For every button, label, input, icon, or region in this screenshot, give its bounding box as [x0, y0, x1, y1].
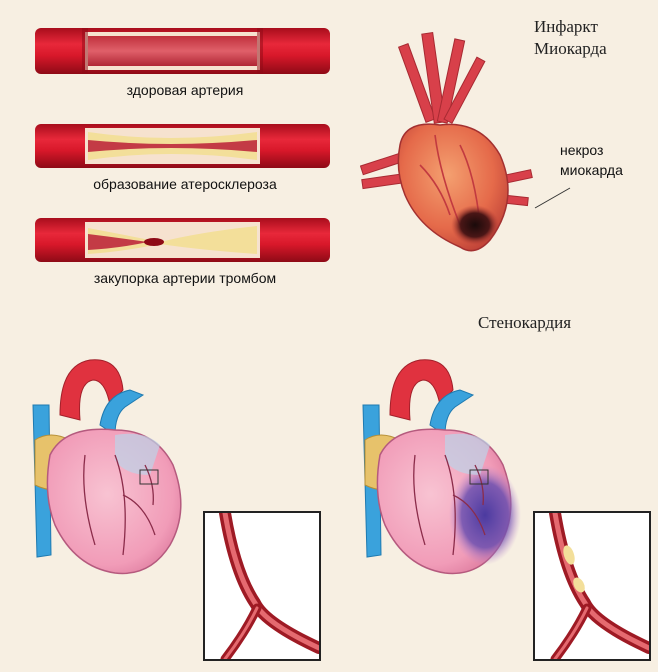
plaque-shape — [573, 577, 585, 593]
normal-artery-inset — [203, 507, 325, 664]
infarction-title-line1: Инфаркт — [534, 17, 598, 36]
thrombus-shape — [144, 238, 164, 246]
caption-atherosclerosis: образование атеросклероза — [93, 176, 277, 192]
artery-diagrams — [35, 28, 330, 262]
stenosed-artery-inset-drawing — [549, 507, 655, 664]
plaque-shape — [563, 545, 575, 565]
infarction-heart — [360, 32, 533, 252]
normal-artery-inset-drawing — [219, 507, 325, 664]
caption-thrombus: закупорка артерии тромбом — [93, 270, 277, 286]
ischemia-zone — [449, 465, 521, 565]
artery-atherosclerosis — [35, 124, 330, 168]
necrosis-label-line2: миокарда — [560, 162, 623, 178]
necrosis-pointer-line — [534, 187, 571, 209]
normal-heart — [32, 359, 182, 575]
necrosis-zone — [451, 205, 499, 245]
angina-heart — [362, 359, 521, 575]
necrosis-label: некроз миокарда — [560, 140, 623, 180]
necrosis-label-line1: некроз — [560, 142, 604, 158]
stenosed-artery-inset — [533, 507, 655, 664]
infarction-title-line2: Миокарда — [534, 39, 607, 58]
blood-flow-shape — [88, 140, 257, 152]
caption-healthy-artery: здоровая артерия — [126, 82, 244, 98]
infarction-title: Инфаркт Миокарда — [534, 16, 607, 60]
angina-title: Стенокардия — [478, 313, 572, 332]
artery-healthy — [35, 28, 330, 74]
artery-thrombus — [35, 218, 330, 262]
